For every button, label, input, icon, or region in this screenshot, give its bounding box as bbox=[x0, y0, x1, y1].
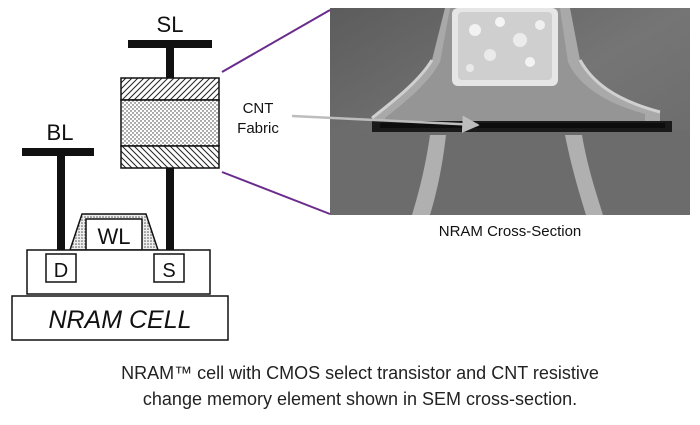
nram-cell-box bbox=[11, 295, 229, 341]
sem-image bbox=[330, 8, 690, 215]
source-box bbox=[153, 253, 185, 283]
wl-label: WL bbox=[98, 224, 131, 249]
sem-title: NRAM Cross-Section bbox=[439, 223, 582, 240]
drain-box bbox=[45, 253, 77, 283]
caption-line-1: NRAM™ cell with CMOS select transistor a… bbox=[121, 363, 599, 383]
drain-label: D bbox=[54, 260, 68, 282]
source-label: S bbox=[162, 260, 175, 282]
bl-bar bbox=[22, 148, 94, 156]
sl-bar bbox=[128, 40, 212, 48]
sl-label: SL bbox=[157, 12, 184, 37]
cnt-arrow bbox=[291, 114, 480, 133]
cnt-memory-element bbox=[120, 77, 220, 169]
nram-cell-label: NRAM CELL bbox=[48, 306, 191, 334]
sl-wire bbox=[166, 48, 174, 78]
connector-line-bottom bbox=[221, 171, 331, 215]
cnt-label-line1: CNT bbox=[243, 100, 274, 117]
bl-wire bbox=[57, 156, 65, 254]
connector-line-top bbox=[221, 9, 331, 73]
cnt-label-line2: Fabric bbox=[237, 120, 279, 137]
figure-caption: NRAM™ cell with CMOS select transistor a… bbox=[40, 360, 680, 412]
s-wire bbox=[166, 168, 174, 254]
caption-line-2: change memory element shown in SEM cross… bbox=[142, 389, 578, 409]
bl-label: BL bbox=[47, 120, 74, 145]
wl-gate-inner bbox=[85, 218, 143, 251]
